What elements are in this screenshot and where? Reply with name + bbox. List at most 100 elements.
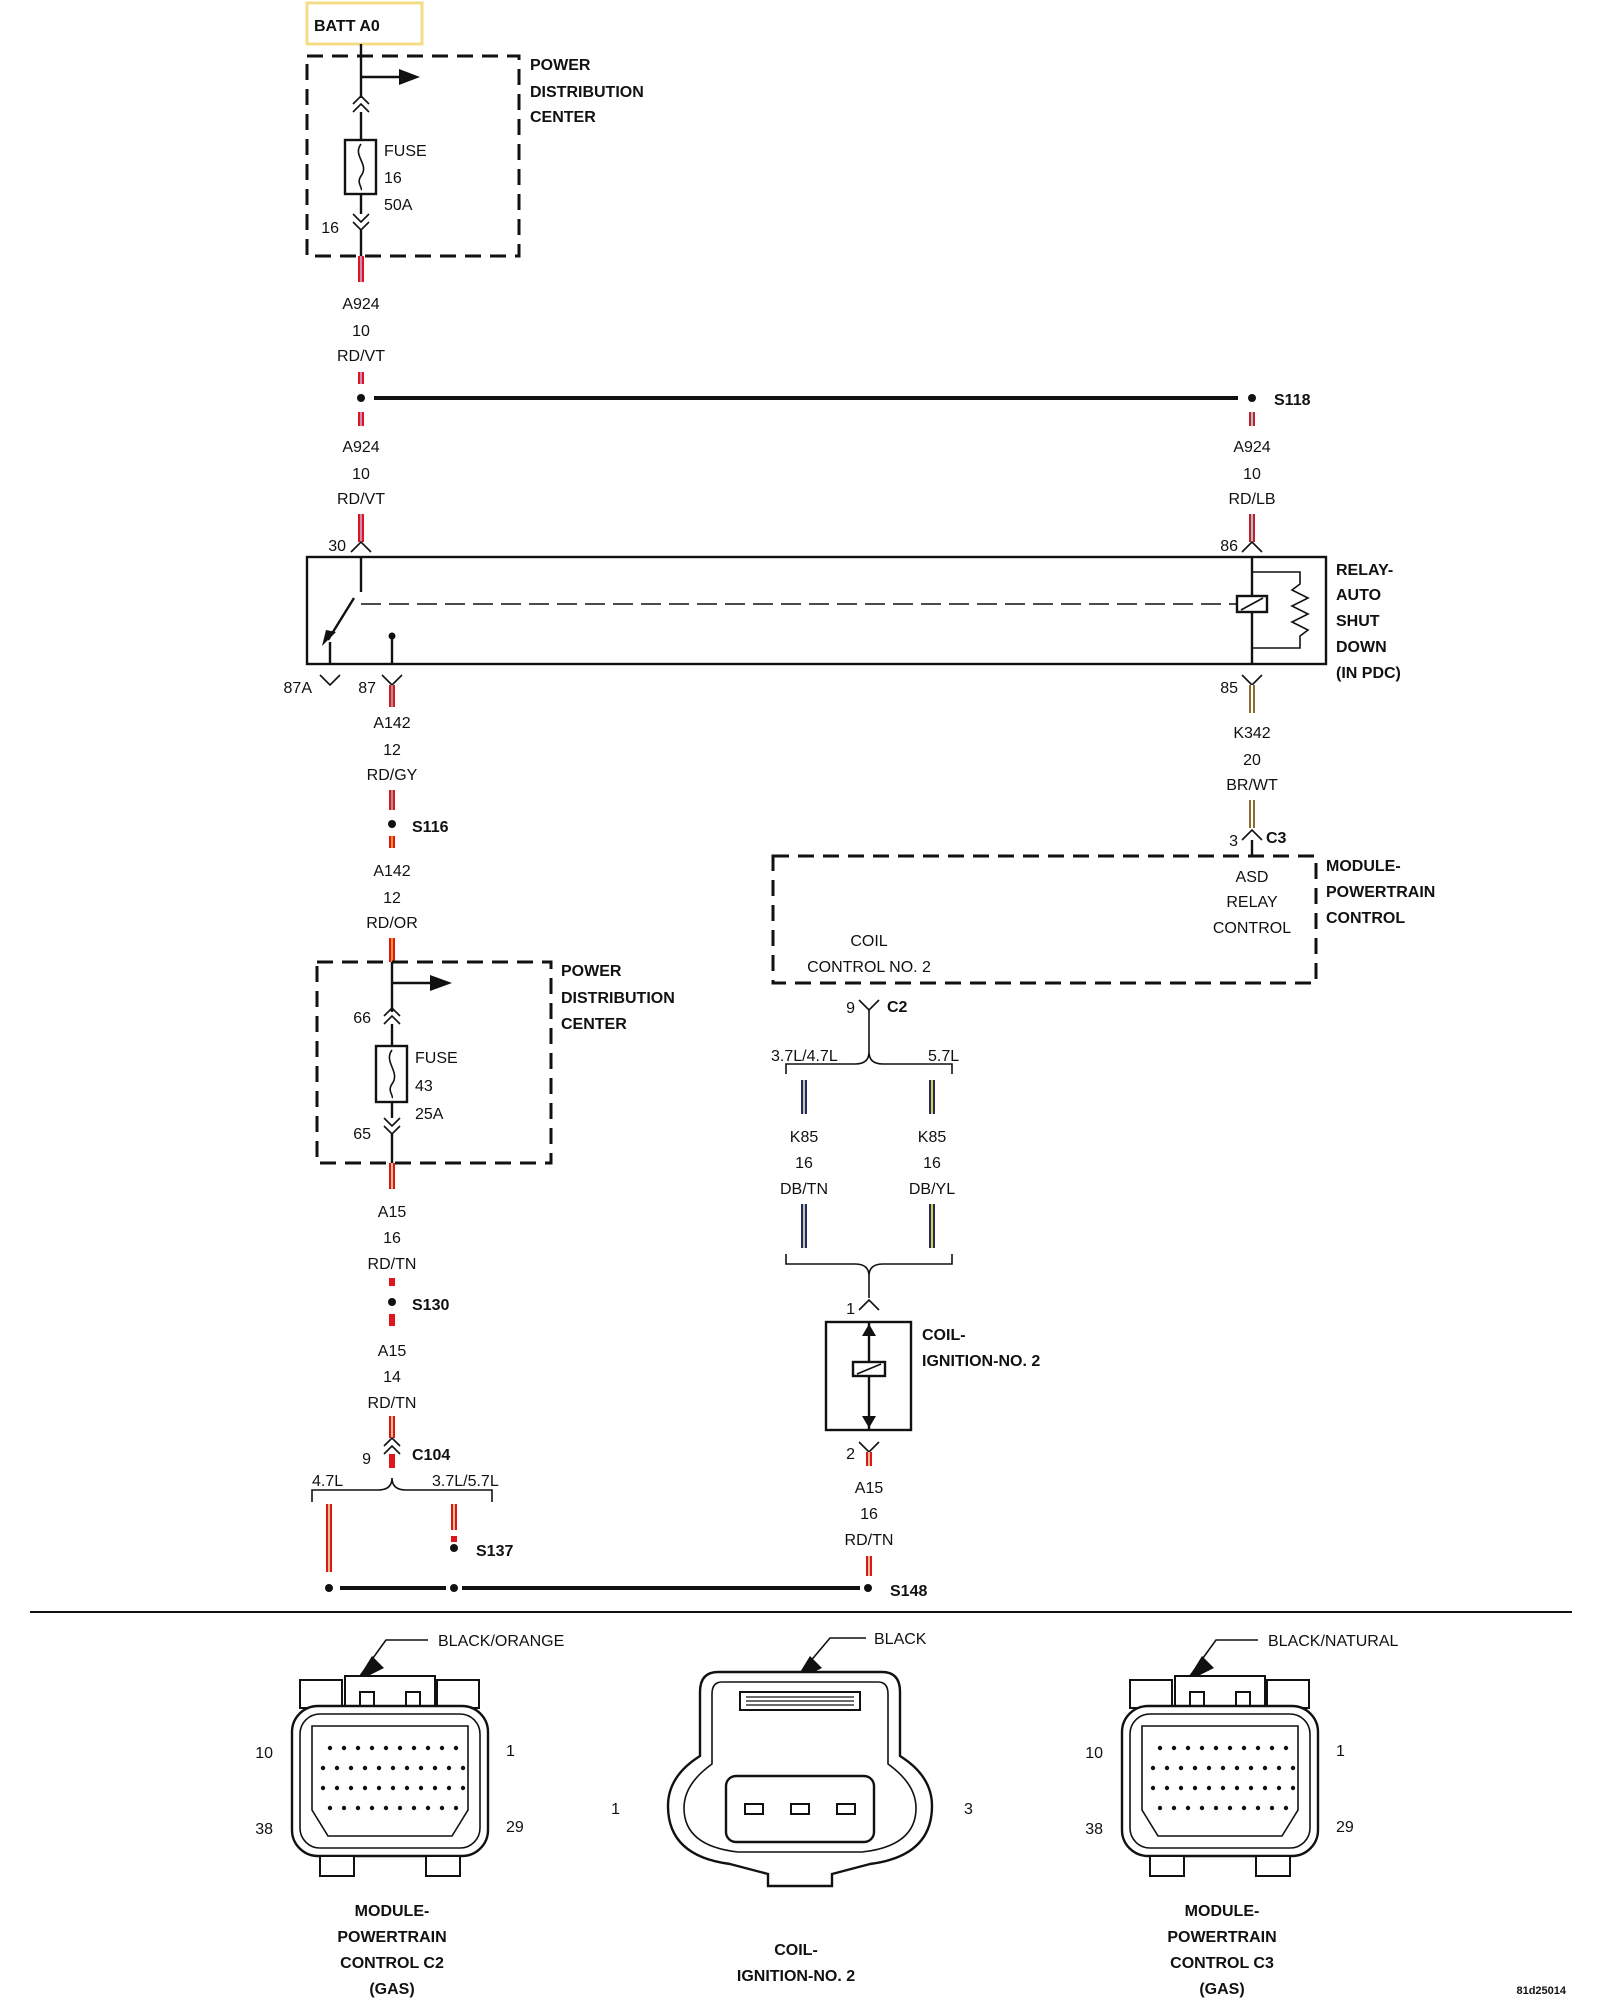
wire-a15-mid-gauge: 14 [383,1369,401,1386]
pcm-c3-label: C3 [1266,830,1287,847]
pin-cavity [327,1805,333,1811]
pcm-title-3: CONTROL [1326,910,1405,927]
wire-a924-left-color: RD/VT [337,491,385,508]
option-bracket-bottom [311,1477,493,1502]
pin-cavity [1255,1745,1261,1751]
wire-a142-bot-circuit: A142 [373,863,410,880]
pin-cavity [1262,1765,1268,1771]
pin-cavity [1220,1785,1226,1791]
pin-cavity [320,1785,326,1791]
pin-cavity [1213,1805,1219,1811]
relay-pin-86: 86 [1220,538,1238,555]
wire-k85-right-circuit: K85 [918,1129,947,1146]
pin-cavity [404,1765,410,1771]
wire-a15-coil-circuit: A15 [855,1480,884,1497]
pin-cavity [1199,1805,1205,1811]
pin-cavity [1283,1745,1289,1751]
pin-cavity [439,1745,445,1751]
c104-label: C104 [412,1447,450,1464]
wire-k342-circuit: K342 [1233,725,1270,742]
pin-cavity [1248,1765,1254,1771]
pin-cavity [460,1765,466,1771]
wire-a15-coil-color: RD/TN [845,1532,894,1549]
pdc-bottom-title-3: CENTER [561,1016,627,1033]
pin-cavity [446,1785,452,1791]
pcm-c2-pin: 9 [846,1000,855,1017]
wire-k342-color: BR/WT [1226,777,1278,794]
wire-a924-top-gauge: 10 [352,323,370,340]
wire-a15-top-circuit: A15 [378,1204,407,1221]
pcm-title-1: MODULE- [1326,858,1401,875]
wire-a924-top-color: RD/VT [337,348,385,365]
fuse-43-line-1: FUSE [415,1050,458,1067]
pin-cavity [1276,1765,1282,1771]
relay-title-3: SHUT [1336,613,1380,630]
conn-c3-name-2: POWERTRAIN [1167,1929,1276,1946]
splice-s116-dot [388,820,396,828]
pin-cavity [1241,1745,1247,1751]
pin-cavity [362,1765,368,1771]
splice-s137-dot [450,1544,458,1552]
pin-cavity [1255,1805,1261,1811]
option-bracket-top [785,1051,953,1074]
conn-c3-pin-tl: 10 [1085,1745,1103,1762]
pcm-asd-line-3: CONTROL [1213,920,1291,937]
conn-coil-name-2: IGNITION-NO. 2 [737,1968,855,1985]
relay-pin-87a: 87A [284,680,313,697]
pin-cavity [1192,1765,1198,1771]
pin-cavity [1157,1805,1163,1811]
connector-view-pcm-c2: BLACK/ORANGE 10 1 38 29 MODULE- POWERTRA… [255,1633,564,1998]
pin-cavity [1164,1785,1170,1791]
pdc-top: FUSE 16 50A 16 POWER DISTRIBUTION CENTER [305,54,644,258]
conn-c3-name-3: CONTROL C3 [1170,1955,1274,1972]
pin-cavity [432,1785,438,1791]
batt-source-box [305,1,424,46]
wire-a924-left-gauge: 10 [352,466,370,483]
pin-cavity [334,1765,340,1771]
fuse-43-line-3: 25A [415,1106,444,1123]
wire-a15-mid-color: RD/TN [368,1395,417,1412]
conn-c2-pin-tr: 1 [506,1743,515,1760]
pin-cavity [1150,1785,1156,1791]
conn-c3-name-1: MODULE- [1185,1903,1260,1920]
relay-asd: 30 86 RELAY- AUTO SHUT DOWN (IN PDC) 87A… [284,538,1401,697]
pin-cavity [327,1745,333,1751]
splice-s116-label: S116 [412,819,449,836]
fuse-43-pin-out: 65 [353,1126,371,1143]
pin-cavity [355,1805,361,1811]
pin-cavity [1157,1745,1163,1751]
coil-title-2: IGNITION-NO. 2 [922,1353,1040,1370]
pin-cavity [1283,1805,1289,1811]
coil-pin-2: 2 [846,1446,855,1463]
wire-k85-left-gauge: 16 [795,1155,813,1172]
wire-a142-bot-gauge: 12 [383,890,401,907]
pin-cavity [1185,1745,1191,1751]
wire-k342-gauge: 20 [1243,752,1261,769]
pdc-top-title-3: CENTER [530,109,596,126]
connector-view-pcm-c3: BLACK/NATURAL 10 1 38 29 MODULE- POWERTR… [1085,1633,1398,1998]
conn-coil-color: BLACK [874,1631,927,1648]
splice-s148-label: S148 [890,1583,927,1600]
wire-a142-bot-color: RD/OR [366,915,418,932]
splice-s118-dot [1248,394,1256,402]
conn-c2-pin-bl: 38 [255,1821,273,1838]
wire-a15-top-color: RD/TN [368,1256,417,1273]
conn-coil-pin-r: 3 [964,1801,973,1818]
splice-s148-dot [864,1584,872,1592]
relay-resistor-symbol [1252,571,1310,649]
wire-a924-right-gauge: 10 [1243,466,1261,483]
pin-cavity [376,1765,382,1771]
pin-cavity [1220,1765,1226,1771]
splice-s130-dot [388,1298,396,1306]
conn-c2-name-4: (GAS) [369,1981,414,1998]
conn-c2-color: BLACK/ORANGE [438,1633,564,1650]
wire-a15-top-gauge: 16 [383,1230,401,1247]
pin-cavity [1248,1785,1254,1791]
fuse-16-line-1: FUSE [384,143,427,160]
pin-cavity [1178,1765,1184,1771]
pin-cavity [390,1785,396,1791]
pcm-title-2: POWERTRAIN [1326,884,1435,901]
relay-title-2: AUTO [1336,587,1381,604]
pin-cavity [1241,1805,1247,1811]
pdc-bottom-title-2: DISTRIBUTION [561,990,675,1007]
